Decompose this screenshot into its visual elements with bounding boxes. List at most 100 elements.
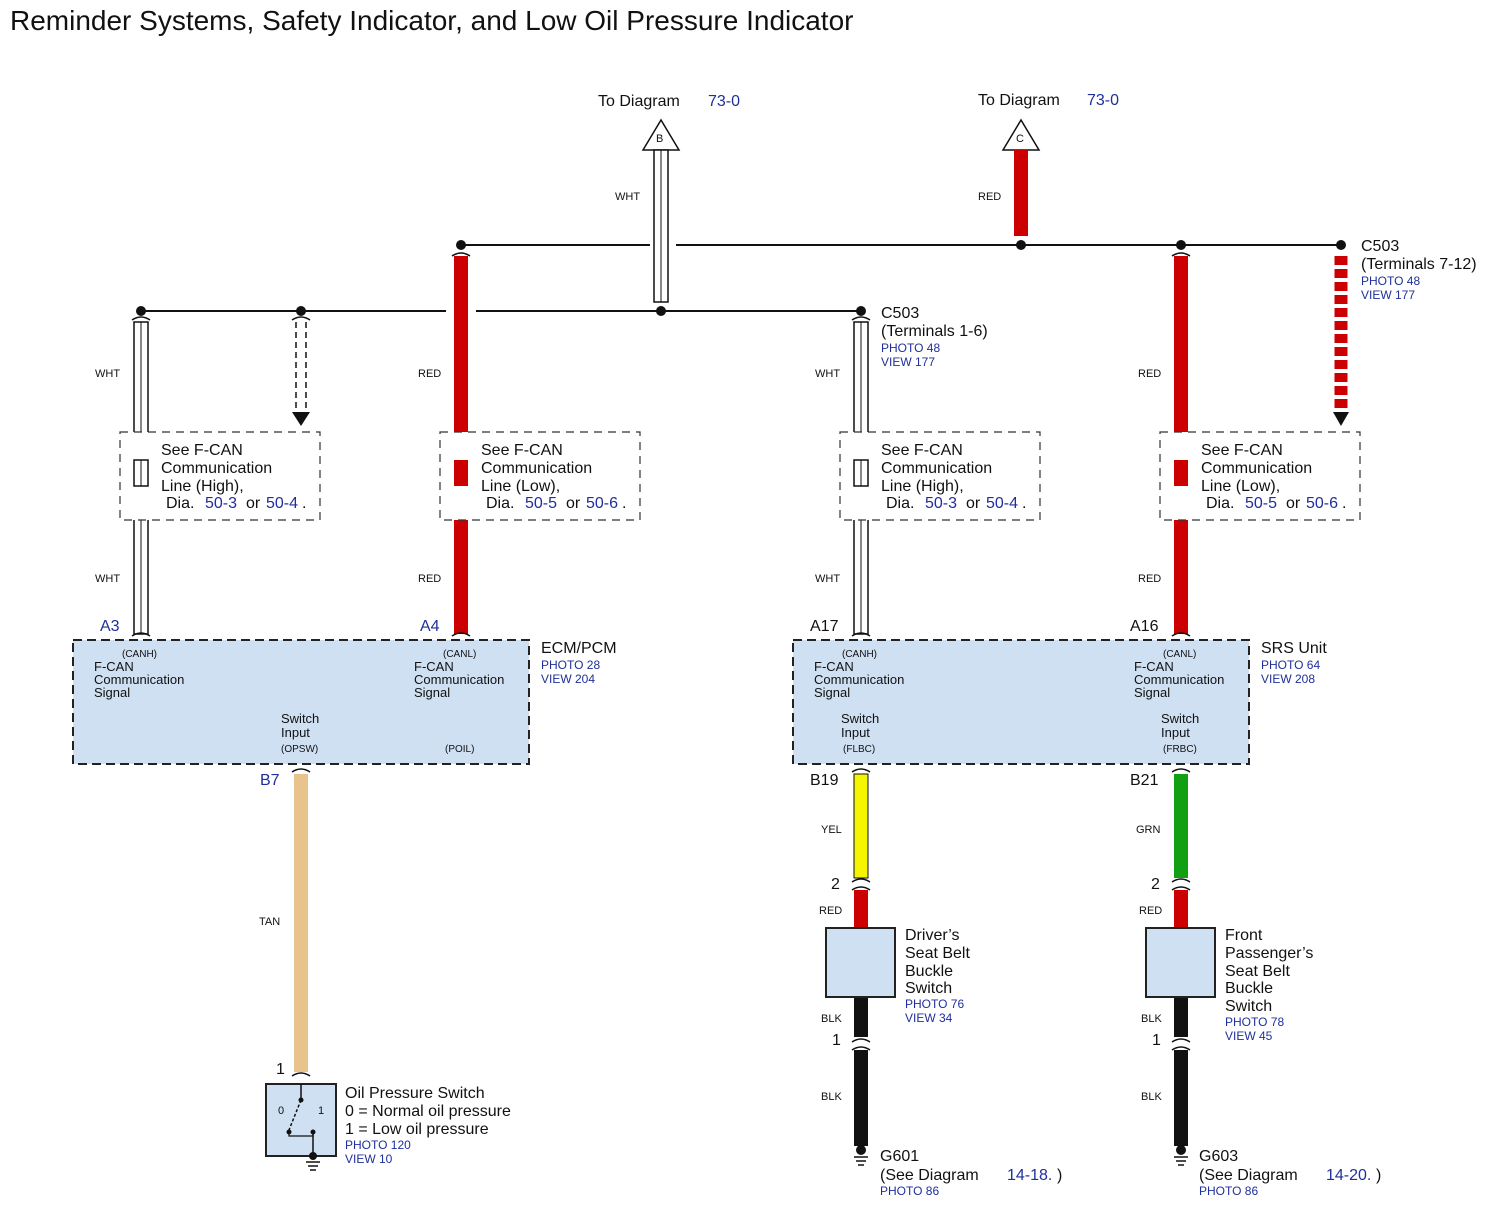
svg-text:WHT: WHT <box>615 191 640 203</box>
svg-text:1 = Low oil pressure: 1 = Low oil pressure <box>345 1121 489 1138</box>
link-14-20[interactable]: 14-20. <box>1326 1167 1371 1184</box>
svg-text:or: or <box>566 495 581 512</box>
svg-text:WHT: WHT <box>815 573 840 585</box>
svg-text:See F-CAN: See F-CAN <box>161 442 243 459</box>
link-50-3[interactable]: 50-3 <box>925 495 957 512</box>
bus-lines <box>136 240 1346 316</box>
svg-text:Driver’s: Driver’s <box>905 927 960 944</box>
svg-text:Front: Front <box>1225 927 1263 944</box>
svg-text:VIEW 204: VIEW 204 <box>541 672 595 686</box>
svg-text:RED: RED <box>978 191 1001 203</box>
svg-text:Switch: Switch <box>281 711 319 726</box>
svg-text:Buckle: Buckle <box>905 963 953 980</box>
svg-text:.: . <box>302 495 306 512</box>
svg-text:ECM/PCM: ECM/PCM <box>541 640 617 657</box>
svg-text:See F-CAN: See F-CAN <box>1201 442 1283 459</box>
page-title: Reminder Systems, Safety Indicator, and … <box>10 5 854 36</box>
svg-text:Input: Input <box>1161 725 1190 740</box>
svg-text:1: 1 <box>318 1105 324 1117</box>
svg-text:Line (High),: Line (High), <box>881 478 964 495</box>
ground-g603: G603 (See Diagram 14-20. ) PHOTO 86 <box>1174 1145 1381 1198</box>
svg-text:0 = Normal oil pressure: 0 = Normal oil pressure <box>345 1103 511 1120</box>
svg-text:PHOTO 28: PHOTO 28 <box>541 658 600 672</box>
link-50-4[interactable]: 50-4 <box>266 495 298 512</box>
svg-text:PHOTO 76: PHOTO 76 <box>905 997 964 1011</box>
link-50-5[interactable]: 50-5 <box>1245 495 1277 512</box>
svg-text:Oil Pressure Switch: Oil Pressure Switch <box>345 1085 485 1102</box>
svg-text:G603: G603 <box>1199 1148 1238 1165</box>
svg-text:WHT: WHT <box>815 368 840 380</box>
svg-text:Switch: Switch <box>905 980 952 997</box>
svg-text:WHT: WHT <box>95 368 120 380</box>
svg-text:Signal: Signal <box>814 685 850 700</box>
svg-text:73-0: 73-0 <box>708 93 740 110</box>
svg-text:PHOTO 86: PHOTO 86 <box>1199 1184 1258 1198</box>
svg-text:(FRBC): (FRBC) <box>1163 744 1197 755</box>
svg-text:Switch: Switch <box>1225 998 1272 1015</box>
svg-text:2: 2 <box>1151 876 1160 893</box>
svg-text:): ) <box>1057 1167 1062 1184</box>
svg-text:C503: C503 <box>881 305 919 322</box>
svg-text:C503: C503 <box>1361 238 1399 255</box>
link-50-3[interactable]: 50-3 <box>205 495 237 512</box>
svg-text:.: . <box>1022 495 1026 512</box>
svg-text:BLK: BLK <box>1141 1013 1162 1025</box>
svg-text:BLK: BLK <box>1141 1091 1162 1103</box>
svg-text:PHOTO 64: PHOTO 64 <box>1261 658 1320 672</box>
svg-text:Communication: Communication <box>1201 460 1312 477</box>
note-fcan-low-1: See F-CAN Communication Line (Low), Dia.… <box>439 431 641 521</box>
svg-text:(Terminals 1-6): (Terminals 1-6) <box>881 323 988 340</box>
svg-text:Dia.: Dia. <box>486 495 514 512</box>
svg-text:(CANL): (CANL) <box>1163 649 1196 660</box>
svg-text:1: 1 <box>276 1061 285 1078</box>
svg-text:A17: A17 <box>810 618 839 635</box>
svg-text:Signal: Signal <box>414 685 450 700</box>
wire-wht-dashed-stub <box>291 316 311 426</box>
svg-text:(FLBC): (FLBC) <box>843 744 875 755</box>
link-14-18[interactable]: 14-18. <box>1007 1167 1052 1184</box>
svg-text:Switch: Switch <box>841 711 879 726</box>
svg-text:VIEW 208: VIEW 208 <box>1261 672 1315 686</box>
svg-text:Communication: Communication <box>94 672 184 687</box>
svg-text:1: 1 <box>832 1032 841 1049</box>
svg-text:Communication: Communication <box>161 460 272 477</box>
svg-text:(Terminals 7-12): (Terminals 7-12) <box>1361 256 1477 273</box>
svg-text:(OPSW): (OPSW) <box>281 744 318 755</box>
svg-text:A3: A3 <box>100 618 120 635</box>
svg-text:B7: B7 <box>260 772 280 789</box>
svg-text:Communication: Communication <box>481 460 592 477</box>
svg-text:PHOTO 78: PHOTO 78 <box>1225 1015 1284 1029</box>
svg-text:0: 0 <box>278 1105 284 1117</box>
link-50-5[interactable]: 50-5 <box>525 495 557 512</box>
wire-c-red: RED <box>978 150 1028 236</box>
svg-text:B21: B21 <box>1130 772 1159 789</box>
to-diagram-b[interactable]: To Diagram 73-0 B <box>598 93 740 151</box>
svg-text:RED: RED <box>418 573 441 585</box>
svg-text:YEL: YEL <box>821 824 842 836</box>
svg-text:A4: A4 <box>420 618 440 635</box>
to-diagram-c[interactable]: To Diagram 73-0 C <box>978 92 1119 151</box>
ground-icon <box>306 1152 320 1171</box>
svg-text:Line (High),: Line (High), <box>161 478 244 495</box>
ground-g601: G601 (See Diagram 14-18. ) PHOTO 86 <box>854 1145 1062 1198</box>
svg-text:.: . <box>622 495 626 512</box>
wire-b21-passenger: GRN 2 RED BLK 1 BLK <box>1136 768 1191 1146</box>
link-50-6[interactable]: 50-6 <box>586 495 618 512</box>
svg-text:To Diagram: To Diagram <box>598 93 680 110</box>
svg-text:VIEW 10: VIEW 10 <box>345 1152 393 1166</box>
link-50-6[interactable]: 50-6 <box>1306 495 1338 512</box>
svg-text:RED: RED <box>819 905 842 917</box>
svg-text:(POIL): (POIL) <box>445 744 474 755</box>
svg-text:TAN: TAN <box>259 916 280 928</box>
wire-b19-driver: YEL 2 RED BLK 1 BLK <box>819 768 871 1146</box>
wire-b-wht: WHT <box>615 149 669 303</box>
svg-text:Communication: Communication <box>881 460 992 477</box>
svg-text:Line (Low),: Line (Low), <box>1201 478 1280 495</box>
link-50-4[interactable]: 50-4 <box>986 495 1018 512</box>
oil-pressure-switch: 1 0 1 Oil Pressure Switch 0 = Normal oil… <box>265 1061 511 1171</box>
svg-text:VIEW 177: VIEW 177 <box>1361 288 1415 302</box>
svg-text:2: 2 <box>831 876 840 893</box>
svg-text:WHT: WHT <box>95 573 120 585</box>
connector-c503-terminals-7-12: C503 (Terminals 7-12) PHOTO 48 VIEW 177 <box>1361 238 1477 302</box>
svg-text:1: 1 <box>1152 1032 1161 1049</box>
